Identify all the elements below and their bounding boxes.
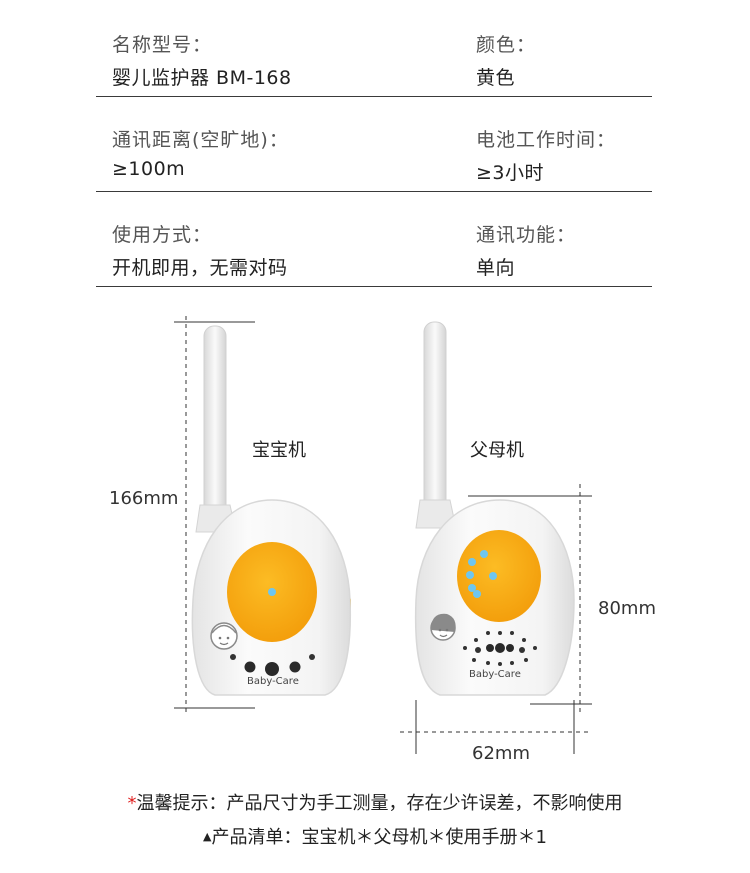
baby-face-icon (210, 622, 238, 650)
spec-label: 电池工作时间： (476, 129, 617, 151)
spec-value: ≥100m (112, 158, 186, 180)
body-height-dimension: 80mm (598, 598, 656, 619)
baby-control-buttons (230, 654, 315, 676)
baby-indicator-light (268, 588, 276, 596)
spec-row: 使用方式： 开机即用，无需对码 通讯功能： 单向 (96, 192, 652, 287)
spec-value: 开机即用，无需对码 (112, 257, 288, 279)
spec-row: 名称型号： 婴儿监护器 BM-168 颜色： 黄色 (96, 0, 652, 97)
spec-row: 通讯距离(空旷地)： ≥100m 电池工作时间： ≥3小时 (96, 97, 652, 192)
baby-unit (191, 325, 352, 696)
parent-speaker-holes (463, 631, 537, 666)
mother-face-icon (430, 613, 456, 641)
baby-antenna (203, 325, 227, 517)
spec-value: ≥3小时 (476, 162, 545, 184)
contents-mark: ▲ (203, 830, 212, 843)
parent-unit-brand: Baby-Care (469, 669, 521, 680)
spec-label: 名称型号： (112, 34, 213, 56)
width-dimension: 62mm (472, 743, 530, 764)
spec-label: 使用方式： (112, 224, 213, 246)
device-illustration: 宝宝机 父母机 166mm 80mm 62mm Baby-Care Baby-C… (0, 300, 750, 780)
parent-unit-label: 父母机 (470, 440, 524, 461)
parent-unit (414, 321, 575, 696)
parent-speaker-face (457, 530, 541, 622)
parent-level-lights (466, 550, 497, 598)
spec-label: 通讯功能： (476, 224, 577, 246)
baby-unit-brand: Baby-Care (247, 676, 299, 687)
dimension-lines (174, 316, 592, 754)
notice-content: 温馨提示：产品尺寸为手工测量，存在少许误差，不影响使用 (136, 793, 623, 814)
baby-unit-label: 宝宝机 (252, 440, 306, 461)
device-drawing (174, 316, 592, 754)
package-contents: ▲产品清单：宝宝机＊父母机＊使用手册＊1 (0, 823, 750, 849)
spec-table: 名称型号： 婴儿监护器 BM-168 颜色： 黄色 通讯距离(空旷地)： ≥10… (96, 0, 652, 287)
spec-value: 婴儿监护器 BM-168 (112, 67, 292, 89)
notice-mark: * (127, 793, 137, 814)
spec-label: 颜色： (476, 34, 537, 56)
height-dimension: 166mm (109, 488, 179, 509)
notice-text: *温馨提示：产品尺寸为手工测量，存在少许误差，不影响使用 (0, 789, 750, 815)
spec-label: 通讯距离(空旷地)： (112, 129, 289, 151)
parent-antenna (423, 321, 447, 513)
spec-value: 单向 (476, 257, 516, 279)
spec-value: 黄色 (476, 67, 516, 89)
contents-text: 产品清单：宝宝机＊父母机＊使用手册＊1 (211, 827, 547, 848)
